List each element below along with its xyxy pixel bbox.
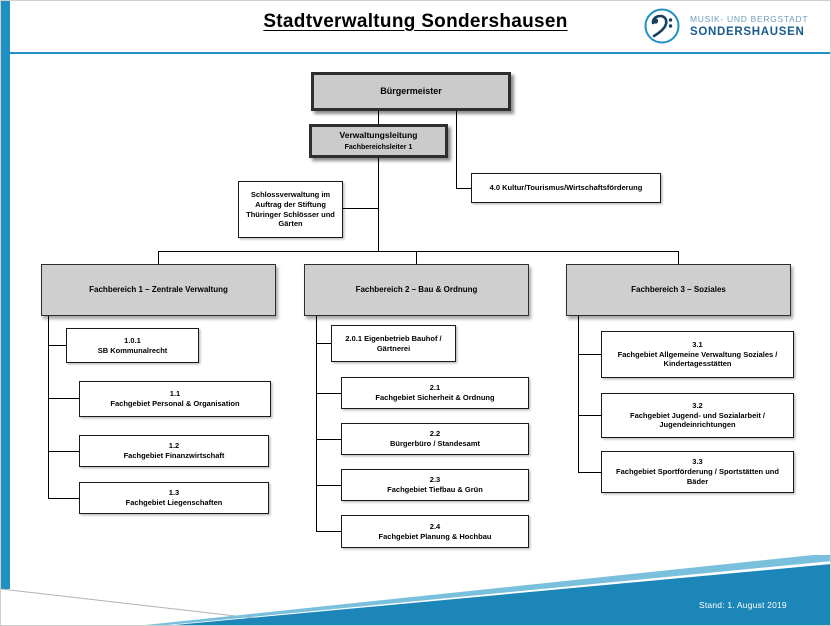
org-box-number: 2.0.1: [345, 333, 363, 343]
org-box-fb2-sicherheit-ordnung: 2.1 Fachgebiet Sicherheit & Ordnung: [341, 377, 529, 409]
connector-line: [578, 354, 601, 355]
header-divider-line: [10, 52, 830, 54]
org-box-label: 4.0 Kultur/Tourismus/Wirtschaftsförderun…: [489, 183, 643, 193]
connector-line: [158, 251, 678, 252]
connector-line: [316, 316, 317, 531]
org-box-number: 1.2: [168, 441, 180, 451]
connector-line: [416, 251, 417, 264]
org-box-fachbereich-3: Fachbereich 3 – Soziales: [566, 264, 791, 316]
org-box-kultur-tourismus: 4.0 Kultur/Tourismus/Wirtschaftsförderun…: [471, 173, 661, 203]
footer-ribbon: [1, 555, 830, 625]
org-box-schlossverwaltung: Schlossverwaltung im Auftrag der Stiftun…: [238, 181, 343, 238]
connector-line: [48, 498, 79, 499]
org-box-label: Bürgermeister: [380, 85, 442, 96]
footer-status: Stand: 1. August 2019: [699, 600, 787, 610]
org-box-fb1-liegenschaften: 1.3 Fachgebiet Liegenschaften: [79, 482, 269, 514]
org-box-number: 3.2: [692, 400, 703, 410]
org-box-label: Fachbereich 3 – Soziales: [631, 284, 726, 294]
connector-line: [456, 111, 457, 188]
org-box-verwaltungsleitung: Verwaltungsleitung Fachbereichsleiter 1: [309, 124, 448, 158]
org-box-number: 2.4: [429, 521, 441, 531]
org-box-number: 1.1: [169, 389, 181, 399]
org-box-label: Fachgebiet Allgemeine Verwaltung Soziale…: [617, 349, 778, 369]
org-box-number: 3.1: [692, 339, 703, 349]
org-box-label: Bürgerbüro / Standesamt: [389, 439, 480, 448]
connector-line: [316, 485, 341, 486]
org-box-fb1-personal-organisation: 1.1 Fachgebiet Personal & Organisation: [79, 381, 271, 417]
org-box-number: 2.3: [429, 475, 441, 485]
org-box-label: Fachbereich 2 – Bau & Ordnung: [355, 284, 478, 294]
org-box-label: Fachgebiet Finanzwirtschaft: [123, 451, 225, 460]
org-box-fb3-jugend-sozialarbeit: 3.2 Fachgebiet Jugend- und Sozialarbeit …: [601, 393, 794, 438]
org-box-fachbereich-2: Fachbereich 2 – Bau & Ordnung: [304, 264, 529, 316]
org-box-label: Fachgebiet Planung & Hochbau: [378, 531, 492, 541]
org-box-fb1-finanzwirtschaft: 1.2 Fachgebiet Finanzwirtschaft: [79, 435, 269, 467]
connector-line: [158, 251, 159, 264]
connector-line: [578, 316, 579, 472]
logo-tagline: MUSIK- UND BERGSTADT: [690, 14, 809, 24]
connector-line: [316, 531, 341, 532]
org-box-fb3-sportfoerderung: 3.3 Fachgebiet Sportförderung / Sportstä…: [601, 451, 794, 493]
org-box-fb2-tiefbau-gruen: 2.3 Fachgebiet Tiefbau & Grün: [341, 469, 529, 501]
org-box-sublabel: Fachbereichsleiter 1: [344, 143, 413, 151]
org-box-fb2-planung-hochbau: 2.4 Fachgebiet Planung & Hochbau: [341, 515, 529, 548]
org-box-label: Fachgebiet Sicherheit & Ordnung: [375, 393, 495, 402]
org-box-label: Fachbereich 1 – Zentrale Verwaltung: [89, 284, 228, 294]
connector-line: [578, 472, 601, 473]
connector-line: [343, 208, 378, 209]
org-box-label: Fachgebiet Sportförderung / Sportstätten…: [616, 467, 779, 486]
logo-text: MUSIK- UND BERGSTADT SONDERSHAUSEN: [690, 14, 808, 38]
org-box-fb1-kommunalrecht: 1.0.1 SB Kommunalrecht: [66, 328, 199, 363]
logo: MUSIK- UND BERGSTADT SONDERSHAUSEN: [643, 7, 808, 45]
connector-line: [316, 343, 331, 344]
logo-city: SONDERSHAUSEN: [690, 26, 805, 38]
left-accent-bar: [1, 1, 10, 589]
org-box-label: Verwaltungsleitung: [339, 129, 418, 140]
connector-line: [378, 111, 379, 124]
connector-line: [316, 439, 341, 440]
bass-clef-icon: [644, 8, 680, 44]
org-box-buergermeister: Bürgermeister: [311, 72, 511, 111]
org-box-fb3-verwaltung-soziales: 3.1 Fachgebiet Allgemeine Verwaltung Soz…: [601, 331, 794, 378]
connector-line: [378, 158, 379, 251]
org-box-label: Fachgebiet Liegenschaften: [125, 498, 223, 507]
connector-line: [48, 316, 49, 498]
org-box-number: 3.3: [692, 457, 703, 467]
connector-line: [316, 393, 341, 394]
org-box-label: Fachgebiet Personal & Organisation: [110, 399, 240, 408]
org-box-fachbereich-1: Fachbereich 1 – Zentrale Verwaltung: [41, 264, 276, 316]
org-box-label: Fachgebiet Tiefbau & Grün: [387, 485, 483, 494]
org-box-fb2-bauhof-gaertnerei: 2.0.1 Eigenbetrieb Bauhof / Gärtnerei: [331, 325, 456, 362]
connector-line: [48, 451, 79, 452]
org-box-fb2-buergerbuero-standesamt: 2.2 Bürgerbüro / Standesamt: [341, 423, 529, 455]
connector-line: [48, 398, 79, 399]
org-box-number: 1.0.1: [124, 335, 141, 345]
org-box-label: Eigenbetrieb Bauhof / Gärtnerei: [364, 333, 442, 353]
page-title: Stadtverwaltung Sondershausen: [263, 11, 568, 32]
org-box-label: SB Kommunalrecht: [97, 345, 168, 355]
connector-line: [456, 188, 471, 189]
connector-line: [48, 345, 66, 346]
org-box-number: 1.3: [168, 488, 180, 498]
org-box-label: Schlossverwaltung im Auftrag der Stiftun…: [246, 190, 335, 229]
org-box-number: 2.1: [429, 383, 441, 393]
org-box-label: Fachgebiet Jugend- und Sozialarbeit / Ju…: [629, 410, 765, 430]
connector-line: [578, 415, 601, 416]
connector-line: [678, 251, 679, 264]
org-box-number: 2.2: [429, 429, 441, 439]
